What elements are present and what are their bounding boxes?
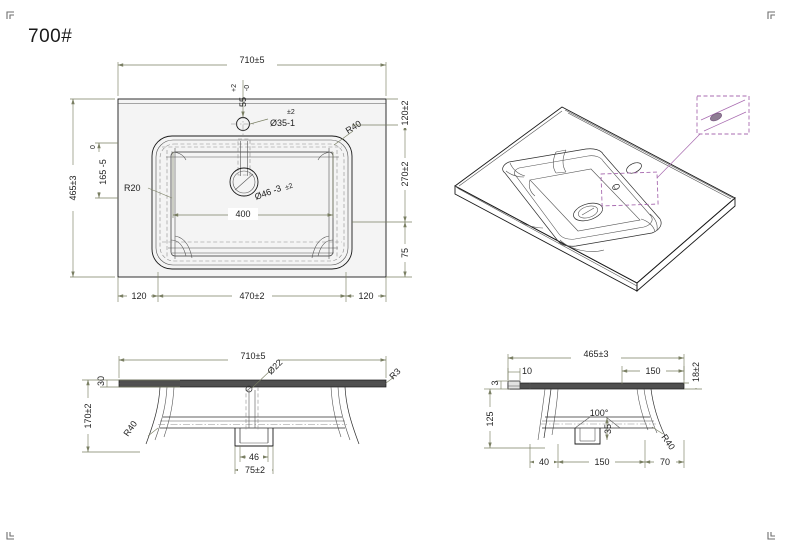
- dim-front-thickness: 18±2: [691, 362, 701, 382]
- dim-back-ledge: 10: [522, 366, 532, 376]
- dim-right-top: 120±2: [400, 101, 410, 126]
- isometric-view: [454, 95, 750, 292]
- dim-bowl-angle: 100°: [590, 408, 609, 418]
- dim-side-rear: 40: [539, 457, 549, 467]
- dim-tap-setback-tol-upper: +2: [231, 84, 238, 92]
- dim-edge-radius: R3: [387, 366, 402, 381]
- dim-right-bottom: 75: [400, 248, 410, 258]
- dim-tap-hole-dia-tol: ±2: [287, 109, 295, 116]
- dim-right-mid: 270±2: [400, 162, 410, 187]
- dim-side-height: 125: [485, 411, 495, 426]
- dim-top-thickness: 30: [96, 376, 106, 386]
- dim-side-mid: 150: [594, 457, 609, 467]
- dim-bowl-width: 470±2: [240, 291, 265, 301]
- dim-tap-hole-dia: Ø35-1: [270, 118, 295, 128]
- dim-edge-left: 120: [131, 291, 146, 301]
- dim-corner-radius-inner: R20: [124, 183, 141, 193]
- dim-back-lip: 3: [490, 380, 500, 385]
- dim-top-overall-width: 710±5: [240, 55, 265, 65]
- dim-drain-dia-tol: ±2: [284, 183, 294, 192]
- page-title: 700#: [28, 26, 73, 47]
- dim-edge-right: 120: [358, 291, 373, 301]
- dim-tap-setback-tol-lower: -0: [244, 85, 251, 91]
- dim-left-offset-upper: 0: [90, 145, 97, 149]
- front-elevation-view: 710±5 30 170±2 Ø22 R3 R40: [81, 351, 403, 476]
- overflow-detail-callout: [600, 95, 750, 207]
- top-view: 710±5 55 +2 -0 Ø35-1 ±2 Ø46 -3 ±2 400 R4…: [66, 55, 412, 302]
- dim-drain-depth: 35: [603, 424, 613, 434]
- dim-side-front: 70: [660, 457, 670, 467]
- dim-side-bowl-radius: R40: [659, 432, 677, 451]
- dim-side-overall-depth: 465±3: [584, 349, 609, 359]
- dim-left-offset-lower: 165 -5: [98, 159, 108, 185]
- dim-top-overall-depth: 465±3: [68, 176, 78, 201]
- dim-front-overall-width: 710±5: [241, 351, 266, 361]
- dim-front-edge-offset: 150: [645, 366, 660, 376]
- dim-front-bowl-radius: R40: [121, 419, 139, 438]
- corner-mark-bl: [6, 532, 14, 540]
- dim-tap-setback: 55: [238, 97, 248, 107]
- dim-drain-boss-width: 46: [249, 452, 259, 462]
- corner-mark-tl: [6, 11, 14, 19]
- corner-mark-tr: [767, 11, 775, 19]
- dim-front-total-height: 170±2: [83, 404, 93, 429]
- dim-drain-boss-outer: 75±2: [245, 465, 265, 475]
- side-elevation-view: 465±3 10 3 125 150: [483, 349, 702, 468]
- corner-mark-br: [767, 532, 775, 540]
- dim-basin-inner-width: 400: [235, 209, 250, 219]
